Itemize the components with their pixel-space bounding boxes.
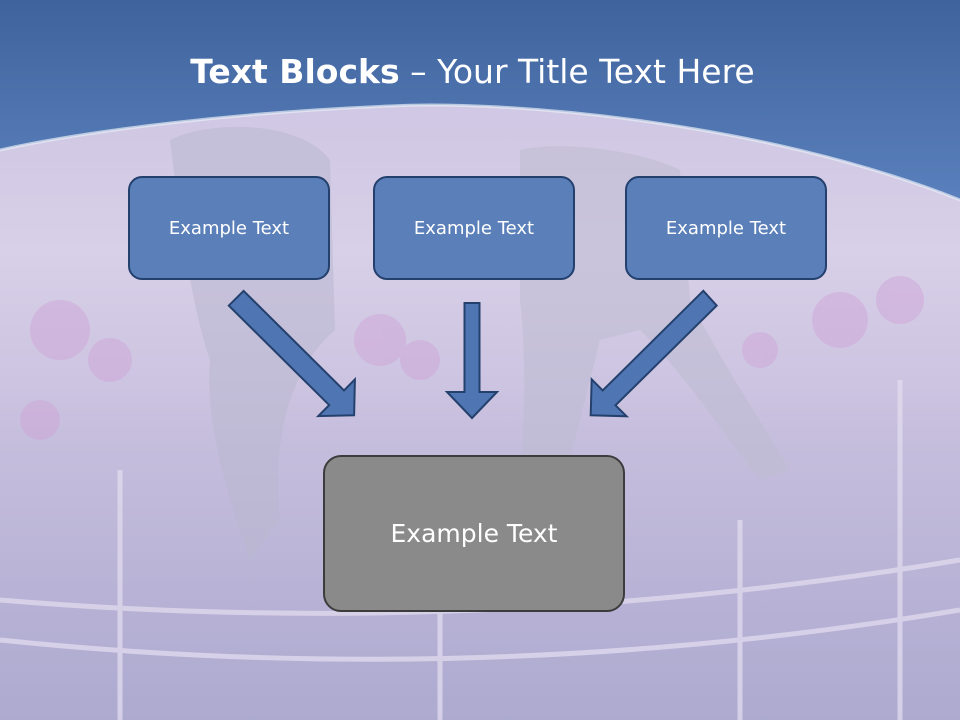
result-block[interactable]: Example Text [323, 455, 625, 612]
arrow-right-icon [589, 289, 719, 418]
title-dash: – [399, 52, 438, 91]
text-block-3[interactable]: Example Text [625, 176, 827, 280]
title-rest: Your Title Text Here [437, 52, 755, 91]
title-bold: Text Blocks [190, 52, 400, 91]
arrow-left-icon [227, 289, 356, 418]
arrow-down-icon [444, 302, 500, 420]
text-block-2[interactable]: Example Text [373, 176, 575, 280]
text-block-1[interactable]: Example Text [128, 176, 330, 280]
slide-title: Text Blocks – Your Title Text Here [0, 52, 945, 91]
